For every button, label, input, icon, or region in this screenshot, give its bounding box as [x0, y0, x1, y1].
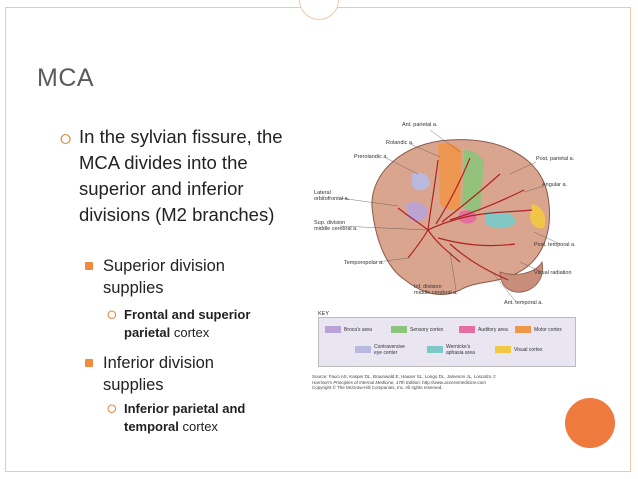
key-contraversive-1: Contraversive	[374, 344, 405, 350]
key-title: KEY	[318, 311, 330, 317]
source-line-2: Harrison's Principles of Internal Medici…	[312, 379, 486, 385]
key-brocas: Broca's area	[344, 327, 372, 333]
swatch-wernicke	[427, 346, 443, 353]
key-visual: Visual cortex	[514, 347, 543, 353]
swatch-motor	[515, 326, 531, 333]
label-sup-division-1: Sup. division	[314, 220, 346, 226]
label-ant-parietal: Ant. parietal a.	[402, 122, 438, 128]
bullet-marker-icon: ⭘	[60, 131, 72, 147]
label-angular: Angular a.	[542, 182, 568, 188]
slide-title: MCA	[37, 64, 95, 92]
label-lateral-2: orbitofrontal a.	[314, 196, 350, 202]
label-ant-temporal: Ant. temporal a.	[504, 300, 543, 306]
label-temporopolar: Temporopolar a.	[344, 260, 384, 266]
source-line-3: Copyright © The McGraw-Hill Companies, I…	[312, 385, 443, 390]
key-auditory: Auditory area	[478, 327, 508, 333]
inferior-supply-bold: Inferior parietal and temporal	[124, 401, 246, 434]
label-rolandic: Rolandic a.	[386, 140, 414, 146]
bullet-marker-icon: ⭘	[107, 402, 117, 416]
swatch-contraversive	[355, 346, 371, 353]
source-line-1: Source: Fauci AS, Kasper DL, Braunwald E…	[312, 374, 497, 379]
inferior-supply-rest: cortex	[178, 419, 218, 434]
brain-illustration	[339, 129, 561, 303]
label-visual-radiation: Visual radiation	[534, 270, 572, 276]
figure-source: Source: Fauci AS, Kasper DL, Braunwald E…	[312, 374, 562, 391]
key-wernicke-1: Wernicke's	[446, 344, 471, 350]
superior-supply-rest: cortex	[170, 325, 210, 340]
key-legend: Broca's area Sensory cortex Auditory are…	[318, 317, 576, 367]
key-sensory: Sensory cortex	[410, 327, 444, 333]
key-contraversive-2: eye center	[374, 350, 398, 356]
bullet-inferior-supply: Inferior parietal and temporal cortex	[124, 400, 294, 436]
bottom-decorative-circle	[565, 398, 615, 448]
square-bullet-icon	[85, 359, 93, 367]
bullet-superior-division: Superior division supplies	[103, 257, 225, 297]
label-sup-division-2: middle cerebral a.	[314, 226, 358, 232]
superior-supply-bold: Frontal and superior parietal	[124, 307, 251, 340]
label-post-temporal: Post. temporal a.	[534, 242, 576, 248]
swatch-visual	[495, 346, 511, 353]
label-inf-division-2: middle cerebral a.	[414, 290, 458, 296]
swatch-sensory	[391, 326, 407, 333]
bullet-mca-division: In the sylvian fissure, the MCA divides …	[79, 126, 283, 225]
label-precentral: Prerolandic a.	[354, 154, 388, 160]
label-inf-division-1: Inf. division	[414, 284, 442, 290]
swatch-brocas	[325, 326, 341, 333]
label-lateral-1: Lateral	[314, 190, 331, 196]
brain-mca-figure: Ant. parietal a. Rolandic a. Prerolandic…	[310, 112, 582, 402]
bullet-superior-supply: Frontal and superior parietal cortex	[124, 306, 294, 342]
key-motor: Motor cortex	[534, 327, 562, 333]
key-wernicke-2: aphasia area	[446, 350, 475, 356]
label-post-parietal: Post. parietal a.	[536, 156, 575, 162]
square-bullet-icon	[85, 262, 93, 270]
swatch-auditory	[459, 326, 475, 333]
bullet-marker-icon: ⭘	[107, 308, 117, 322]
bullet-inferior-division: Inferior division supplies	[103, 354, 214, 394]
